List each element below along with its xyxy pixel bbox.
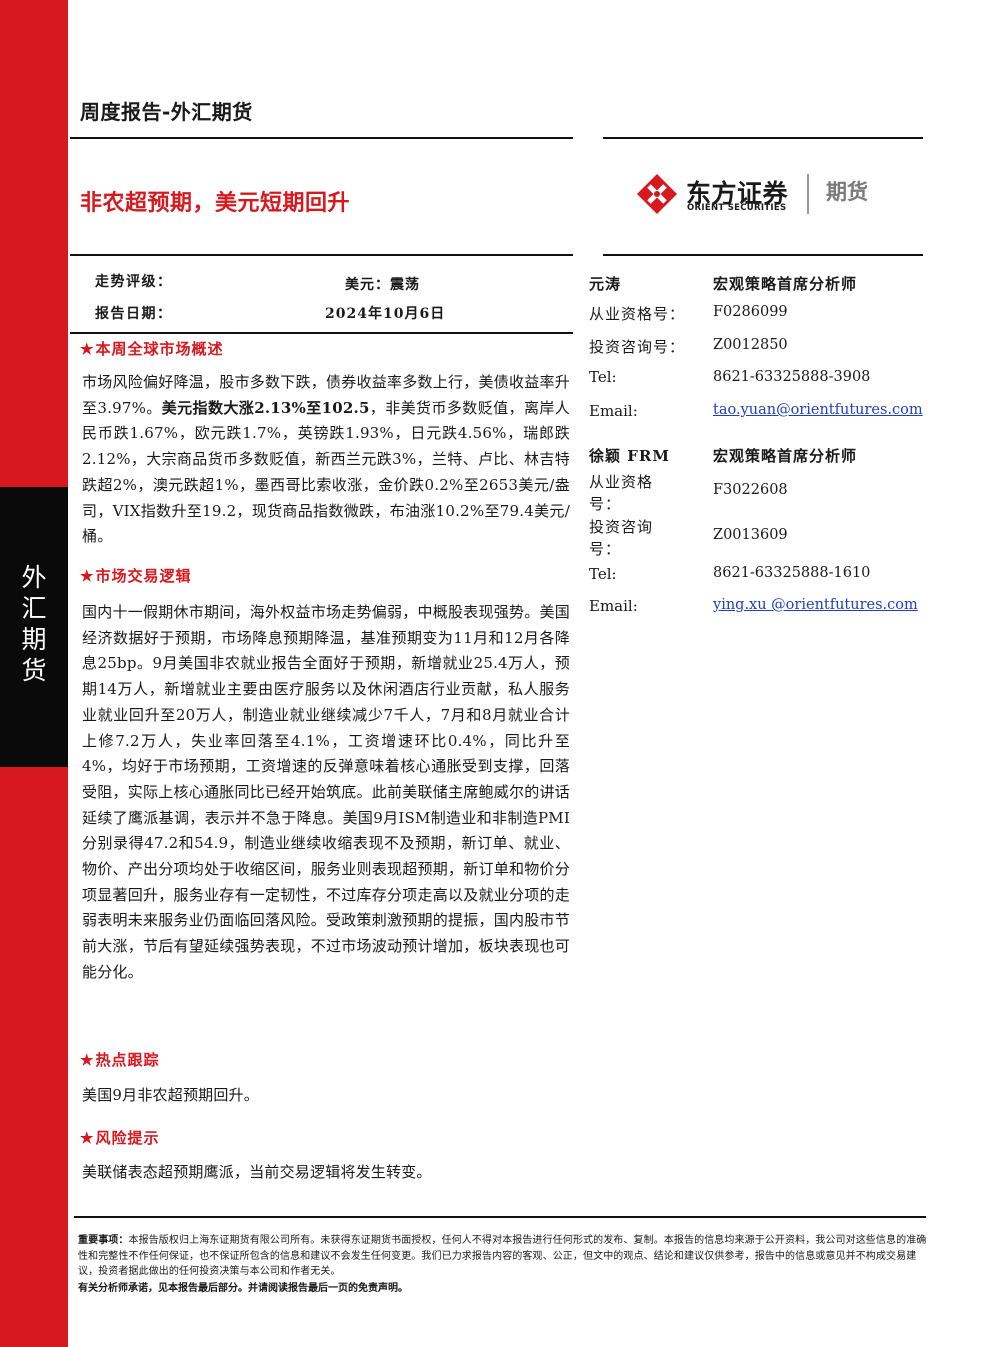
email-label: Email: xyxy=(589,597,638,615)
license-label: 从业资格号： xyxy=(589,305,686,323)
report-type: 周度报告-外汇期货 xyxy=(80,100,253,124)
license-label-cont: 号： xyxy=(589,495,622,513)
license-label: 从业资格 xyxy=(589,473,654,491)
overview-text-end: ，非美货币多数贬值，离岸人民币跌1.67%，欧元跌1.7%，英镑跌1.93%，日… xyxy=(82,398,570,546)
consult-label-cont: 号： xyxy=(589,540,622,558)
rating-value: 美元：震荡 xyxy=(345,277,420,293)
disclaimer: 重要事项：本报告版权归上海东证期货有限公司所有。未获得东证期货书面授权，任何人不… xyxy=(78,1233,930,1280)
divider-top-left xyxy=(70,137,573,139)
section-heading-overview: ★ 本周全球市场概述 xyxy=(80,338,223,359)
star-icon: ★ xyxy=(80,1050,95,1069)
divider-meta xyxy=(70,332,573,334)
license-number: F3022608 xyxy=(713,482,788,498)
logo-name-cn: 东方证券 xyxy=(686,179,789,208)
company-logo: 东方证券 ORIENT SECURITIES 期货 xyxy=(634,172,894,216)
overview-text-highlight: 美元指数大涨2.13%至102.5 xyxy=(161,398,370,417)
section-heading-text: 市场交易逻辑 xyxy=(95,567,192,585)
divider-top-right xyxy=(603,137,923,139)
page-title: 非农超预期，美元短期回升 xyxy=(80,191,351,216)
risk-paragraph: 美联储表态超预期鹰派，当前交易逻辑将发生转变。 xyxy=(82,1163,432,1181)
side-label-char: 货 xyxy=(21,656,47,685)
logo-subtitle: 期货 xyxy=(826,180,868,204)
consult-label: 投资咨询号： xyxy=(589,338,686,356)
side-label-char: 期 xyxy=(21,625,47,654)
section-heading-hotspot: ★ 热点跟踪 xyxy=(80,1049,159,1070)
email-label: Email: xyxy=(589,402,638,420)
star-icon: ★ xyxy=(80,1128,95,1147)
tel-number: 8621-63325888-1610 xyxy=(713,565,871,581)
divider-mid-left xyxy=(70,254,573,256)
tel-label: Tel: xyxy=(589,565,617,583)
date-value: 2024年10月6日 xyxy=(325,306,446,322)
side-category-block xyxy=(0,487,68,767)
rating-label: 走势评级： xyxy=(95,274,173,290)
analyst-commitment: 有关分析师承诺，见本报告最后部分。并请阅读报告最后一页的免责声明。 xyxy=(78,1283,408,1294)
email-link[interactable]: tao.yuan@orientfutures.com xyxy=(713,402,923,418)
analyst-title: 宏观策略首席分析师 xyxy=(713,447,858,465)
side-label-char: 外 xyxy=(21,563,47,592)
analyst-name: 元涛 xyxy=(589,275,622,293)
disclaimer-label: 重要事项： xyxy=(78,1235,129,1246)
license-number: F0286099 xyxy=(713,304,788,320)
disclaimer-text: 本报告版权归上海东证期货有限公司所有。未获得东证期货书面授权，任何人不得对本报告… xyxy=(78,1235,927,1277)
logic-paragraph: 国内十一假期休市期间，海外权益市场走势偏弱，中概股表现强势。美国经济数据好于预期… xyxy=(82,603,570,981)
tel-label: Tel: xyxy=(589,368,617,386)
tel-number: 8621-63325888-3908 xyxy=(713,369,871,385)
section-heading-text: 热点跟踪 xyxy=(95,1051,160,1069)
analyst-name: 徐颖 FRM xyxy=(589,447,670,465)
footer-divider xyxy=(74,1216,926,1218)
section-heading-text: 风险提示 xyxy=(95,1129,160,1147)
consult-label: 投资咨询 xyxy=(589,518,654,536)
side-label-char: 汇 xyxy=(21,594,47,623)
section-heading-risk: ★ 风险提示 xyxy=(80,1127,159,1148)
analyst-title: 宏观策略首席分析师 xyxy=(713,275,858,293)
star-icon: ★ xyxy=(80,339,95,358)
star-icon: ★ xyxy=(80,566,95,585)
overview-text-start: 市场风险偏好降温，股市多数下跌，债券收益率多数上行，美债收益率升至3.97%。 xyxy=(82,373,570,417)
consult-number: Z0013609 xyxy=(713,527,788,543)
hotspot-paragraph: 美国9月非农超预期回升。 xyxy=(82,1086,259,1104)
section-heading-logic: ★ 市场交易逻辑 xyxy=(80,565,191,586)
date-label: 报告日期： xyxy=(95,306,173,322)
side-category-label: 外 汇 期 货 xyxy=(0,562,68,686)
email-link[interactable]: ying.xu @orientfutures.com xyxy=(713,597,918,613)
consult-number: Z0012850 xyxy=(713,337,788,353)
divider-mid-right xyxy=(603,254,923,256)
overview-paragraph: 市场风险偏好降温，股市多数下跌，债券收益率多数上行，美债收益率升至3.97%。美… xyxy=(82,370,570,550)
orient-logo-icon xyxy=(637,174,677,214)
section-heading-text: 本周全球市场概述 xyxy=(95,340,224,358)
logo-divider xyxy=(807,174,809,214)
logo-name-en: ORIENT SECURITIES xyxy=(687,203,787,213)
